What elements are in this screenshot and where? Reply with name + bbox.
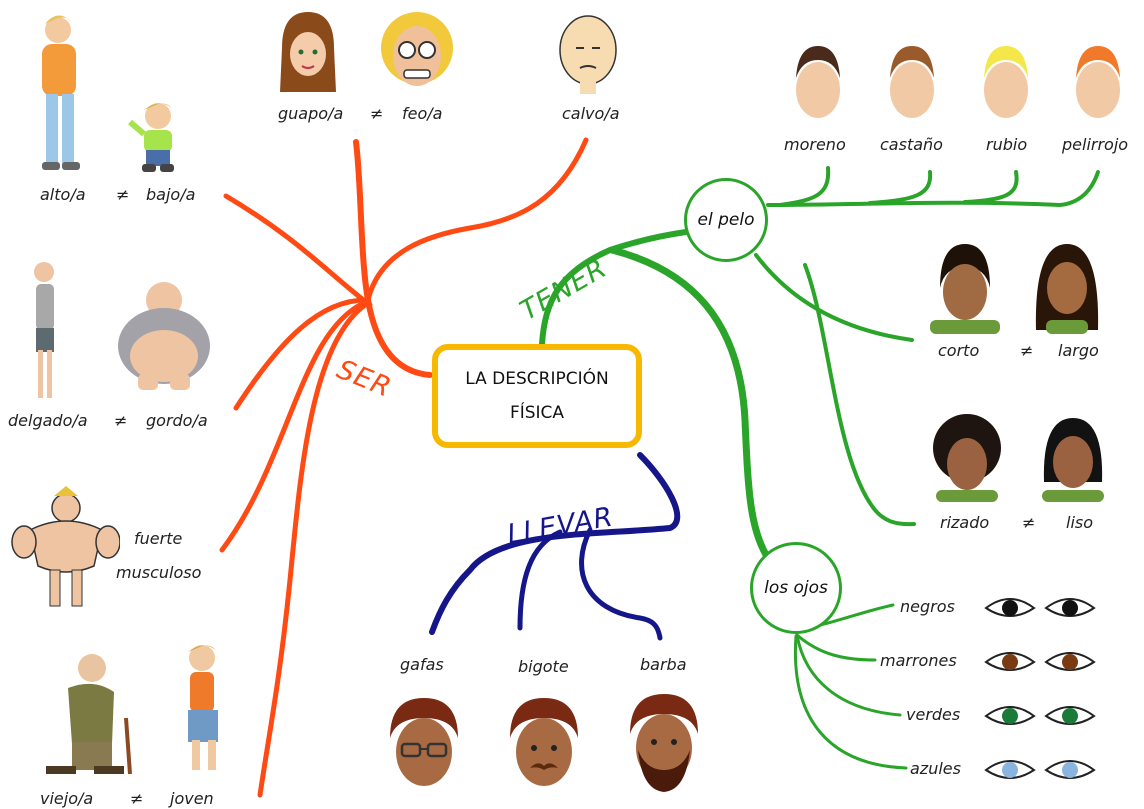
brown-hair-face-icon	[890, 46, 934, 118]
mustache-face-icon	[510, 698, 578, 786]
green-eyes-icon	[984, 706, 1096, 725]
label-viejo: viejo/a	[40, 789, 94, 808]
node-el-pelo: el pelo	[684, 178, 768, 262]
young-person-illustration	[188, 645, 218, 770]
label-gordo: gordo/a	[146, 411, 208, 430]
center-box: LA DESCRIPCIÓN FÍSICA	[432, 344, 642, 448]
node-los-ojos-label: los ojos	[764, 578, 828, 598]
tall-person-illustration	[42, 15, 80, 170]
old-person-illustration	[46, 654, 132, 775]
label-guapo: guapo/a	[278, 104, 344, 123]
bald-man-illustration	[559, 15, 617, 94]
short-person-illustration	[128, 103, 174, 172]
neq-viejo-joven: ≠	[130, 789, 144, 808]
llevar-branches	[429, 452, 681, 641]
label-barba: barba	[640, 655, 687, 674]
center-title-line2: FÍSICA	[509, 403, 565, 423]
label-pelirrojo: pelirrojo	[1062, 135, 1129, 154]
label-fuerte: fuerte	[134, 529, 183, 548]
label-gafas: gafas	[400, 655, 444, 674]
label-largo: largo	[1058, 341, 1099, 360]
beard-face-icon	[630, 694, 698, 792]
blue-eyes-icon	[984, 760, 1096, 779]
label-castano: castaño	[880, 135, 943, 154]
black-eyes-icon	[984, 598, 1096, 617]
label-delgado: delgado/a	[8, 411, 88, 430]
label-calvo: calvo/a	[562, 104, 620, 123]
center-title-line1: LA DESCRIPCIÓN	[465, 369, 609, 389]
label-feo: feo/a	[402, 104, 443, 123]
neq-guapo-feo: ≠	[370, 104, 384, 123]
label-musculoso: musculoso	[116, 563, 202, 582]
neq-rizado-liso: ≠	[1022, 513, 1036, 532]
label-corto: corto	[938, 341, 980, 360]
thin-person-illustration	[34, 262, 54, 398]
label-bajo: bajo/a	[146, 185, 196, 204]
label-negros: negros	[900, 597, 955, 616]
short-hair-woman-icon	[930, 244, 1000, 334]
label-liso: liso	[1066, 513, 1094, 532]
ugly-woman-illustration	[381, 12, 453, 86]
neq-alto-bajo: ≠	[116, 185, 130, 204]
tener-branches	[539, 166, 1100, 770]
label-bigote: bigote	[518, 657, 569, 676]
label-joven: joven	[170, 789, 214, 808]
label-rubio: rubio	[986, 135, 1028, 154]
curly-hair-woman-icon	[933, 414, 1001, 502]
label-azules: azules	[910, 759, 961, 778]
node-el-pelo-label: el pelo	[697, 210, 755, 230]
red-hair-face-icon	[1076, 46, 1120, 118]
label-verdes: verdes	[906, 705, 961, 724]
brown-eyes-icon	[984, 652, 1096, 671]
eyes-illustration	[984, 598, 1096, 779]
neq-delgado-gordo: ≠	[114, 411, 128, 430]
label-moreno: moreno	[784, 135, 846, 154]
neq-corto-largo: ≠	[1020, 341, 1034, 360]
long-hair-woman-icon	[1035, 244, 1099, 334]
label-rizado: rizado	[940, 513, 990, 532]
strong-person-illustration	[11, 486, 120, 607]
blond-hair-face-icon	[984, 46, 1028, 118]
straight-hair-woman-icon	[1042, 418, 1104, 502]
ser-branches	[219, 137, 589, 798]
dark-hair-face-icon	[796, 46, 840, 118]
node-los-ojos: los ojos	[750, 542, 842, 634]
glasses-face-icon	[390, 698, 458, 786]
label-alto: alto/a	[40, 185, 86, 204]
pretty-woman-illustration	[280, 12, 336, 92]
label-marrones: marrones	[880, 651, 957, 670]
fat-person-illustration	[118, 282, 210, 390]
